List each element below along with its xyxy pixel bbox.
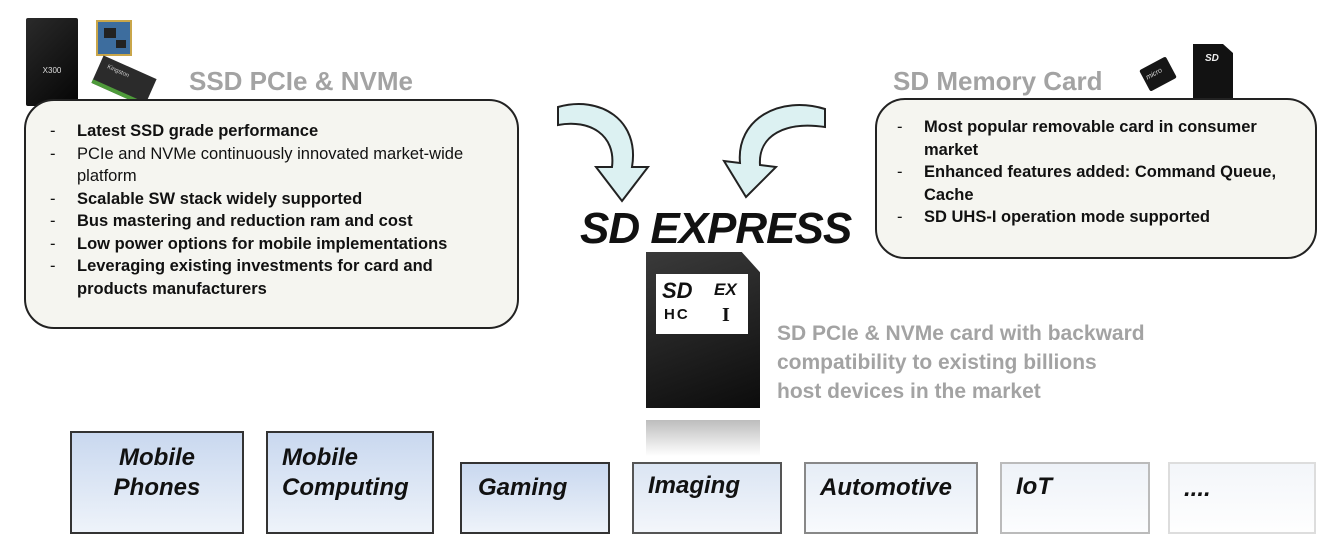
tile-automotive: Automotive — [804, 462, 978, 534]
tile-line: Automotive — [820, 474, 952, 501]
ssd-feature-item: Low power options for mobile implementat… — [50, 233, 495, 256]
ssd-features-box: Latest SSD grade performance PCIe and NV… — [24, 99, 519, 329]
tile-more: .... — [1168, 462, 1316, 534]
card-reflection — [646, 420, 760, 456]
card-label-area: SD HC EX I — [656, 274, 748, 334]
card-hc-mark: HC — [664, 306, 690, 323]
caption-line: compatibility to existing billions — [777, 351, 1097, 374]
tile-line: Imaging — [648, 472, 741, 499]
left-curved-arrow — [557, 103, 651, 203]
ssd-section-title: SSD PCIe & NVMe — [189, 66, 413, 96]
tile-line: Computing — [282, 474, 409, 501]
card-i-mark: I — [722, 304, 730, 326]
micro-sd-card-image: micro — [1139, 56, 1177, 92]
ssd-feature-item: Leveraging existing investments for card… — [50, 255, 495, 300]
m2-ssd-label: Kingston — [106, 64, 130, 80]
caption-line: SD PCIe & NVMe card with backward — [777, 322, 1145, 345]
tile-line: Mobile — [282, 444, 358, 471]
ssd-feature-item: Bus mastering and reduction ram and cost — [50, 210, 495, 233]
card-ex-mark: EX — [714, 280, 737, 299]
tile-line: IoT — [1016, 473, 1052, 500]
sd-express-caption: SD PCIe & NVMe card with backward compat… — [777, 319, 1145, 406]
tile-mobile-phones: Mobile Phones — [70, 431, 244, 534]
sd-feature-item: Enhanced features added: Command Queue, … — [897, 161, 1287, 206]
sd-feature-item: SD UHS-I operation mode supported — [897, 206, 1287, 229]
tile-line: .... — [1184, 475, 1211, 502]
arrows-svg — [557, 103, 826, 203]
tile-imaging: Imaging — [632, 462, 782, 534]
tile-line: Gaming — [478, 474, 568, 501]
ssd-feature-item: PCIe and NVMe continuously innovated mar… — [50, 143, 495, 188]
caption-line: host devices in the market — [777, 380, 1041, 403]
sd-express-logo: SD EXPRESS — [580, 204, 852, 253]
sd-feature-item: Most popular removable card in consumer … — [897, 116, 1287, 161]
ssd-feature-item: Scalable SW stack widely supported — [50, 188, 495, 211]
sd-card-small-image: SD — [1193, 44, 1233, 100]
tile-gaming: Gaming — [460, 462, 610, 534]
sd-card-small-label: SD — [1205, 53, 1219, 64]
sd-card-features-box: Most popular removable card in consumer … — [875, 98, 1317, 259]
sd-card-section-title: SD Memory Card — [893, 66, 1103, 96]
tile-mobile-computing: Mobile Computing — [266, 431, 434, 534]
tile-line: Mobile — [119, 444, 195, 471]
ssd-drive-label: X300 — [42, 66, 62, 75]
tile-iot: IoT — [1000, 462, 1150, 534]
right-curved-arrow — [722, 104, 826, 199]
card-sd-mark: SD — [662, 278, 693, 303]
ssd-drive-image: X300 — [26, 18, 78, 106]
msata-module-image — [96, 20, 132, 56]
tile-line: Phones — [113, 474, 201, 501]
micro-sd-label: micro — [1145, 67, 1164, 82]
ssd-feature-item: Latest SSD grade performance — [50, 120, 495, 143]
sd-express-card-image: SD HC EX I — [646, 252, 760, 408]
